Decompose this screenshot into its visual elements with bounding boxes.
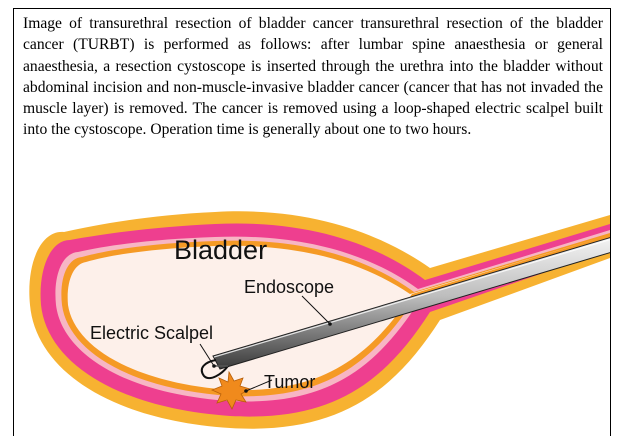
endoscope-label: Endoscope: [244, 277, 334, 297]
tumor-label: Tumor: [264, 372, 315, 392]
bladder-label: Bladder: [174, 235, 267, 265]
electric-scalpel-label: Electric Scalpel: [90, 323, 213, 343]
bladder-wall: [29, 211, 610, 428]
